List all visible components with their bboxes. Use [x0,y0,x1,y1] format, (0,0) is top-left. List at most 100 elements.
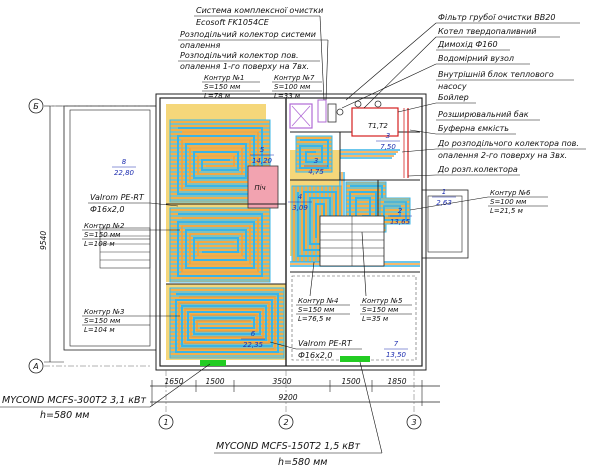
svg-text:Valrom PE-RT: Valrom PE-RT [90,193,145,202]
axis-b-label: Б [33,102,39,111]
svg-text:До розподільчого колектора пов: До розподільчого колектора пов. [437,139,579,148]
axis-3-bubble [406,414,422,430]
svg-text:h=580 мм: h=580 мм [40,410,89,421]
svg-text:S=150 мм: S=150 мм [204,83,241,91]
dim-seg1: 1650 [164,377,183,386]
svg-text:Ecosoft FK1054CE: Ecosoft FK1054CE [196,18,270,27]
svg-text:Контур №5: Контур №5 [362,297,403,305]
svg-text:Ф16х2,0: Ф16х2,0 [90,205,125,214]
svg-text:13,65: 13,65 [390,218,411,226]
svg-text:Контур №7: Контур №7 [274,74,315,82]
svg-text:3: 3 [314,157,318,165]
svg-text:2: 2 [398,207,403,215]
svg-text:опалення 2-го поверху на 3вх.: опалення 2-го поверху на 3вх. [438,151,567,160]
dim-seg4: 1500 [341,377,360,386]
svg-text:S=100 мм: S=100 мм [490,198,527,206]
svg-text:1: 1 [442,188,446,196]
svg-text:Контур №1: Контур №1 [204,74,244,82]
dim-seg2: 1500 [205,377,224,386]
svg-text:L=35 м: L=35 м [362,315,389,323]
axis-2-label: 2 [283,418,288,427]
heater-right [340,356,370,362]
left-steps [99,227,151,269]
svg-text:Valrom PE-RT: Valrom PE-RT [298,339,353,348]
svg-text:h=580 мм: h=580 мм [278,457,327,468]
svg-text:Буферна ємкість: Буферна ємкість [438,124,509,133]
svg-text:Розподільчий колектор системи: Розподільчий колектор системи [180,30,316,39]
pipe-label-2: Valrom PE-RT Ф16х2,0 [269,339,362,360]
svg-text:S=150 мм: S=150 мм [362,306,399,314]
svg-text:MYCOND MCFS-150T2 1,5 кВт: MYCOND MCFS-150T2 1,5 кВт [216,441,361,452]
svg-text:Розподільчий колектор пов.: Розподільчий колектор пов. [180,51,299,60]
svg-text:3: 3 [386,132,390,140]
svg-text:Система комплексної очистки: Система комплексної очистки [196,6,323,15]
room-tags: 8 22,80 5 14,20 6 22,35 7 13,50 1 2,63 3… [112,132,456,359]
circuit-3-tag: Контур №3 S=150 мм L=104 м [82,308,180,334]
svg-text:S=150 мм: S=150 мм [84,317,121,325]
heater-2-label: MYCOND MCFS-150T2 1,5 кВт h=580 мм [214,361,383,468]
svg-text:До розп.колектора: До розп.колектора [437,165,518,174]
svg-text:опалення 1-го поверху на 7вх.: опалення 1-го поверху на 7вх. [180,62,309,71]
circuit-4-tag: Контур №4 S=150 мм L=76,5 м [296,261,350,323]
circuit-6-tag: Контур №6 S=100 мм L=21,5 м [409,189,548,215]
stove-label: Піч [254,184,265,192]
svg-text:22,80: 22,80 [114,169,135,177]
heater-1-label: MYCOND MCFS-300T2 3,1 кВт h=580 мм [0,363,211,421]
svg-text:14,20: 14,20 [252,157,273,165]
svg-text:5: 5 [260,146,265,154]
svg-text:Водомірний вузол: Водомірний вузол [438,54,514,63]
top-callouts: Система комплексної очистки Ecosoft FK10… [178,6,329,101]
dim-seg5: 1850 [387,377,406,386]
svg-text:7: 7 [394,340,399,348]
porch-right [421,189,469,259]
svg-text:L=76,5 м: L=76,5 м [298,315,332,323]
svg-text:4: 4 [298,193,302,201]
axis-1-bubble [158,414,174,430]
dim-total: 9200 [278,393,297,402]
svg-text:Димохід Ф160: Димохід Ф160 [437,40,498,49]
svg-text:MYCOND MCFS-300T2 3,1 кВт: MYCOND MCFS-300T2 3,1 кВт [2,395,147,406]
svg-text:L=78 м: L=78 м [204,92,231,100]
svg-text:Бойлер: Бойлер [438,93,469,102]
svg-text:22,35: 22,35 [243,341,264,349]
axis-a-label: А [32,362,38,371]
svg-text:7,50: 7,50 [380,143,396,151]
axis-1-label: 1 [163,418,168,427]
axis-b-bubble [28,98,44,114]
water-meter-icon [336,108,344,116]
svg-text:Розширювальний бак: Розширювальний бак [438,110,529,119]
svg-text:2,63: 2,63 [436,199,452,207]
svg-text:L=21,5 м: L=21,5 м [490,207,524,215]
axis-3-label: 3 [411,418,416,427]
axis-a-bubble [28,358,44,374]
dim-seg3: 3500 [272,377,291,386]
circuit-7-tag: Контур №7 S=100 мм L=33 м [272,74,322,100]
svg-text:Контур №4: Контур №4 [298,297,338,305]
svg-text:Контур №2: Контур №2 [84,222,125,230]
svg-text:S=150 мм: S=150 мм [298,306,335,314]
stove-block [247,165,279,209]
svg-text:3,09: 3,09 [292,204,308,212]
circuit-5-tag: Контур №5 S=150 мм L=35 м [360,231,412,323]
svg-text:Котел твердопаливний: Котел твердопаливний [438,27,536,36]
t1t2-label: Т1,Т2 [368,122,388,130]
svg-text:13,50: 13,50 [386,351,407,359]
svg-text:Ф16х2,0: Ф16х2,0 [298,351,333,360]
svg-text:насосу: насосу [438,82,467,91]
circuit-2-tag: Контур №2 S=150 мм L=108 м [82,222,180,248]
svg-text:опалення: опалення [180,41,221,50]
svg-text:Контур №6: Контур №6 [490,189,531,197]
svg-text:Контур №3: Контур №3 [84,308,124,316]
circuit-7-field [295,135,333,173]
svg-text:L=104 м: L=104 м [84,326,115,334]
svg-text:L=33 м: L=33 м [274,92,301,100]
axis-2-bubble [278,414,294,430]
svg-text:Фільтр грубої очистки ВВ20: Фільтр грубої очистки ВВ20 [438,13,555,22]
svg-text:Внутрішній блок теплового: Внутрішній блок теплового [438,70,554,79]
circuit-1-tag: Контур №1 S=150 мм L=78 м [202,74,260,100]
buffer-tank-unit [351,107,399,137]
svg-text:6: 6 [251,330,256,338]
dim-height: 9540 [39,231,48,250]
